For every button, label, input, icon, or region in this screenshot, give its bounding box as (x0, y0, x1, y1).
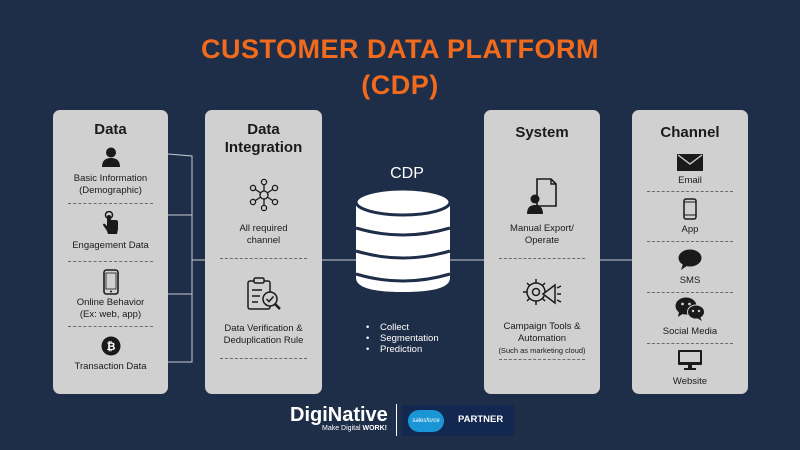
channel-item-email: Email (678, 175, 702, 186)
phone-icon (683, 198, 697, 225)
system-item-campaign-sublabel: (Such as marketing cloud) (498, 346, 586, 355)
monitor-icon (678, 350, 702, 375)
data-item-engagement: Engagement Data (72, 240, 149, 251)
channel-panel: Channel Email App SMS Social Media Websi… (632, 110, 748, 394)
system-panel: System Manual Export/ Operate Campaign T… (484, 110, 600, 394)
salesforce-partner-badge: salesforce PARTNER (402, 405, 514, 436)
footer-separator (396, 404, 397, 436)
cdp-bullet-segmentation: Segmentation (366, 333, 439, 344)
person-icon (101, 147, 120, 172)
cdp-bullet-prediction: Prediction (366, 344, 439, 355)
tagline-text: Make Digital (322, 425, 363, 432)
database-icon (354, 187, 452, 317)
smartphone-icon (102, 269, 119, 300)
cdp-bullet-collect: Collect (366, 322, 439, 333)
system-item-campaign-tools: Campaign Tools & Automation (503, 321, 581, 344)
title-line-2: (CDP) (361, 70, 439, 100)
divider (499, 359, 585, 360)
divider (647, 292, 733, 293)
salesforce-cloud-icon: salesforce (408, 410, 444, 432)
data-panel: Data Basic Information (Demographic) Eng… (53, 110, 168, 394)
data-item-basic-info: Basic Information (Demographic) (73, 173, 148, 196)
checklist-magnifier-icon (245, 276, 283, 319)
bitcoin-icon: ₿ (101, 336, 121, 361)
channel-item-website: Website (672, 376, 708, 387)
partner-label: PARTNER (458, 414, 504, 425)
integration-item-verification: Data Verification & Deduplication Rule (223, 323, 304, 346)
data-item-online-behavior: Online Behavior (Ex: web, app) (76, 297, 145, 320)
divider (647, 191, 733, 192)
channel-item-social-media: Social Media (662, 326, 718, 337)
svg-text:₿: ₿ (106, 341, 115, 353)
touch-hand-icon (102, 210, 120, 240)
divider (647, 343, 733, 344)
cdp-label: CDP (390, 165, 424, 182)
network-hub-icon (247, 178, 281, 217)
integration-panel: Data Integration All required channel (205, 110, 322, 394)
system-panel-heading: System (515, 124, 569, 141)
tagline-bold: WORK! (362, 425, 387, 432)
data-panel-heading: Data (94, 121, 127, 138)
diginative-tagline: Make Digital WORK! (322, 425, 387, 432)
cdp-bullet-list: Collect Segmentation Prediction (366, 322, 439, 355)
divider (220, 258, 307, 259)
megaphone-gear-icon (522, 276, 562, 317)
integration-item-channel: All required channel (239, 223, 288, 246)
divider (68, 203, 153, 204)
diginative-logo: DigiNative (290, 404, 388, 426)
envelope-icon (677, 154, 703, 176)
user-document-icon (527, 178, 557, 219)
data-item-transaction: Transaction Data (74, 361, 147, 372)
chat-bubble-icon (678, 249, 702, 276)
divider (499, 258, 585, 259)
channel-item-app: App (681, 224, 699, 235)
divider (647, 241, 733, 242)
divider (68, 261, 153, 262)
wechat-icon (675, 296, 705, 327)
integration-panel-heading: Data Integration (224, 121, 303, 156)
divider (68, 326, 153, 327)
divider (220, 358, 307, 359)
channel-panel-heading: Channel (660, 124, 720, 141)
channel-item-sms: SMS (679, 275, 701, 286)
system-item-manual-export: Manual Export/ Operate (510, 223, 574, 246)
title-line-1: CUSTOMER DATA PLATFORM (201, 34, 599, 64)
